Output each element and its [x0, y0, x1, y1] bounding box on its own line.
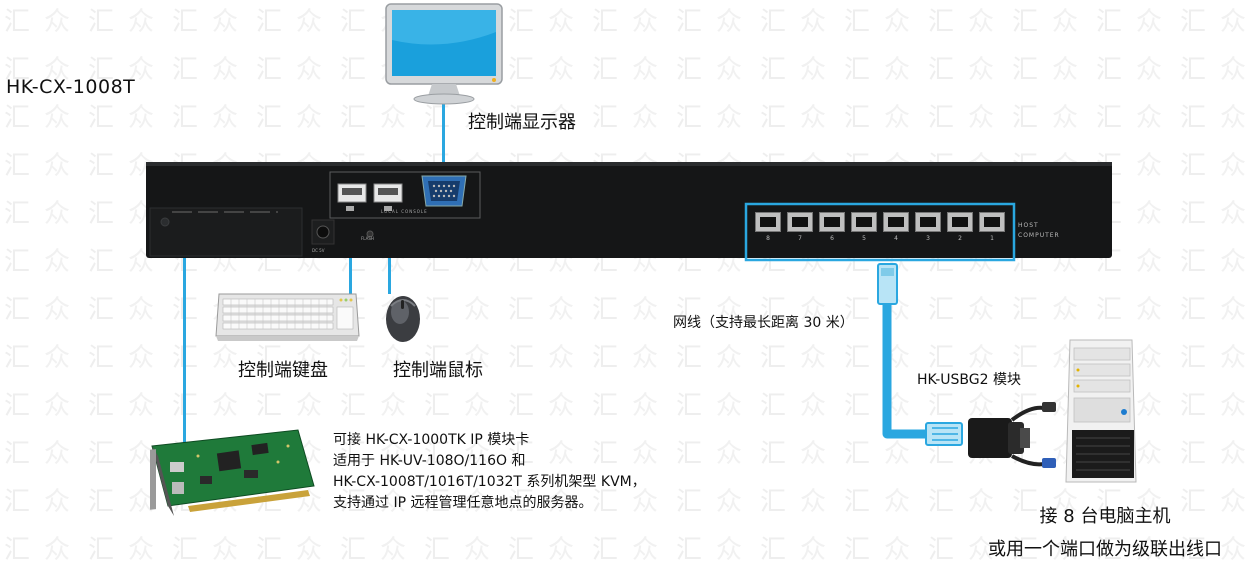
host-port-number: 8	[766, 235, 770, 242]
model-title: HK-CX-1008T	[6, 76, 136, 98]
host-port-number: 6	[830, 235, 834, 242]
host-port-number: 2	[958, 235, 962, 242]
rj45-port-icon	[979, 212, 1005, 232]
monitor-label: 控制端显示器	[468, 112, 576, 133]
ipcard-cable	[183, 256, 186, 451]
ip-card-line-1: 可接 HK-CX-1000TK IP 模块卡	[333, 432, 530, 448]
host-port-5: 5	[850, 212, 878, 242]
rj45-port-icon	[755, 212, 781, 232]
monitor-icon	[385, 3, 503, 105]
host-port-4: 4	[882, 212, 910, 242]
host-port-7: 7	[786, 212, 814, 242]
mouse-icon	[386, 296, 420, 342]
rj45-port-icon	[947, 212, 973, 232]
network-cable	[877, 263, 963, 446]
kvm-chassis	[146, 162, 1112, 262]
host-pc-line-1: 接 8 台电脑主机	[1039, 506, 1171, 527]
host-port-2: 2	[946, 212, 974, 242]
rj45-port-icon	[883, 212, 909, 232]
rj45-port-icon	[851, 212, 877, 232]
ip-card-description: 可接 HK-CX-1000TK IP 模块卡 适用于 HK-UV-108O/11…	[333, 430, 646, 514]
flash-label: FLASH	[361, 236, 374, 241]
dc-label: DC 5V	[312, 248, 325, 253]
host-port-3: 3	[914, 212, 942, 242]
mouse-label: 控制端鼠标	[393, 360, 483, 381]
usbg2-module-icon	[968, 402, 1056, 468]
keyboard-label: 控制端键盘	[238, 360, 328, 381]
host-port-number: 5	[862, 235, 866, 242]
module-label: HK-USBG2 模块	[917, 372, 1021, 388]
host-label-2: COMPUTER	[1018, 232, 1060, 239]
ip-module-card-icon	[150, 429, 315, 516]
ip-card-line-2: 适用于 HK-UV-108O/116O 和	[333, 453, 526, 469]
host-port-number: 4	[894, 235, 898, 242]
ip-card-line-3: HK-CX-1008T/1016T/1032T 系列机架型 KVM，	[333, 474, 646, 490]
host-port-8: 8	[754, 212, 782, 242]
rj45-port-icon	[819, 212, 845, 232]
host-ports: 8 7 6 5 4 3 2 1	[754, 212, 1010, 256]
console-label: LOCAL CONSOLE	[381, 209, 428, 214]
host-port-number: 3	[926, 235, 930, 242]
host-port-6: 6	[818, 212, 846, 242]
host-label-1: HOST	[1018, 222, 1039, 229]
rj45-port-icon	[915, 212, 941, 232]
host-pc-description: 接 8 台电脑主机 或用一个端口做为级联出线口	[960, 500, 1250, 566]
cable-label: 网线（支持最长距离 30 米）	[673, 315, 854, 331]
host-port-number: 1	[990, 235, 994, 242]
host-port-number: 7	[798, 235, 802, 242]
monitor-cable	[442, 100, 445, 180]
ip-card-line-4: 支持通过 IP 远程管理任意地点的服务器。	[333, 495, 593, 511]
keyboard-icon	[215, 293, 360, 341]
host-port-1: 1	[978, 212, 1006, 242]
host-pc-icon	[1065, 339, 1137, 483]
rj45-port-icon	[787, 212, 813, 232]
host-pc-line-2: 或用一个端口做为级联出线口	[988, 539, 1222, 560]
